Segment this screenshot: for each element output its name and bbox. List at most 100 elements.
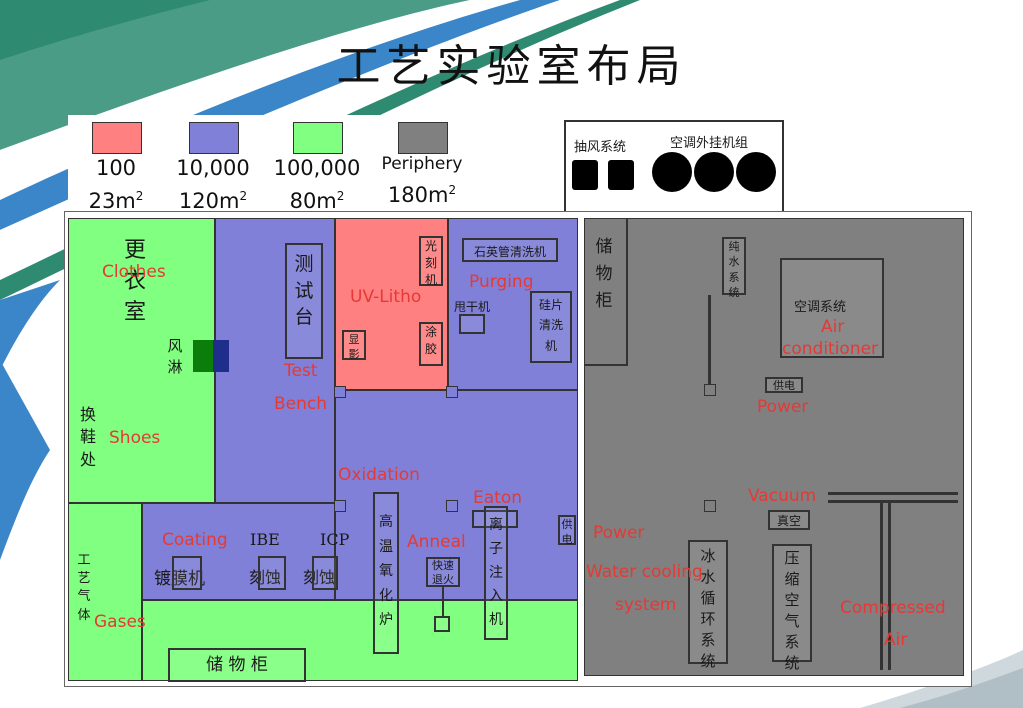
air-shower-label: 风 淋: [167, 337, 183, 376]
label-bench: Bench: [274, 394, 328, 414]
spin-dryer-box: [459, 314, 485, 334]
legend-area-label: 120m2: [178, 189, 248, 213]
process-gas-label: 工 艺 气 体: [77, 553, 91, 623]
label-shoes: Shoes: [109, 428, 161, 448]
label-conditioner: conditioner: [782, 339, 879, 359]
develop-box: 显 影: [342, 330, 366, 361]
legend-swatch: [293, 122, 343, 154]
coating-machine-box: [172, 556, 202, 590]
column: [704, 500, 716, 512]
label-water-cooling: Water cooling: [586, 562, 703, 582]
legend-area-label: 23m2: [88, 189, 144, 213]
ac-fan-3: [736, 152, 776, 192]
column: [334, 500, 346, 512]
label-vacuum: Vacuum: [748, 486, 817, 506]
exhaust-unit-1: [572, 160, 598, 190]
label-uv-litho: UV-Litho: [350, 287, 422, 307]
exhaust-label: 抽风系统: [574, 140, 627, 155]
zone-coating: [142, 503, 335, 600]
legend-class-label: Periphery: [381, 154, 463, 174]
pure-water-box: 纯 水 系 统: [722, 237, 746, 299]
zone-gases: [68, 503, 142, 681]
legend-entry: 100 23m2: [61, 154, 171, 215]
compressed-air-box: 压 缩 空 气 系 统: [772, 544, 812, 672]
changing-room-label: 更 衣 室: [123, 238, 146, 325]
label-clothes: Clothes: [102, 262, 166, 282]
implant-box: 离 子 注 入 机: [484, 506, 508, 640]
furnace-box: 高 温 氧 化 炉: [373, 492, 399, 654]
ac-outdoor-label: 空调外挂机组: [670, 136, 749, 151]
label-system: system: [615, 595, 677, 615]
label-power-right: Power: [757, 397, 809, 417]
exterior-units-panel: 抽风系统 空调外挂机组: [564, 120, 784, 216]
shoe-change-label: 换 鞋 处: [79, 405, 96, 469]
wall-line: [828, 500, 958, 503]
legend-swatch: [92, 122, 142, 154]
grey-storage-box: [584, 218, 628, 366]
column: [334, 386, 346, 398]
label-coating: Coating: [162, 530, 228, 550]
ibe-box: [258, 556, 286, 590]
label-power-left: Power: [593, 523, 645, 543]
wall-line: [880, 500, 883, 670]
legend-entry: 100,000 80m2: [262, 154, 372, 215]
zone-test-bench: [215, 218, 335, 503]
column: [446, 500, 458, 512]
label-gases: Gases: [94, 612, 146, 632]
legend-class-label: 10,000: [176, 156, 250, 180]
coater-box: 涂 胶: [419, 322, 443, 366]
legend-swatch: [189, 122, 239, 154]
zone-green-storage: [142, 600, 578, 681]
ac-fan-2: [694, 152, 734, 192]
ac-system-label: 空调系统: [794, 300, 847, 315]
icp-box: [312, 556, 338, 590]
icp-etch-label: 刻蚀: [303, 568, 336, 587]
air-shower-block-blue: [213, 340, 229, 372]
zone-oxidation: [335, 390, 578, 600]
wafer-cleaner-box: 硅片 清洗 机: [530, 291, 572, 363]
ac-fan-1: [652, 152, 692, 192]
zone-uv-litho: [335, 218, 448, 390]
vacuum-box: 真空: [768, 510, 810, 530]
quartz-cleaner-box: 石英管清洗机: [462, 238, 558, 262]
legend-area-label: 80m2: [289, 189, 345, 213]
coating-machine-label: 镀膜机: [154, 569, 205, 589]
legend-class-label: 100,000: [273, 156, 361, 180]
page-title: 工艺实验室布局: [336, 41, 687, 92]
wall-line: [708, 295, 711, 385]
label-compressed: Compressed: [840, 598, 946, 618]
legend-swatch: [398, 122, 448, 154]
legend-class-label: 100: [95, 156, 137, 180]
label-purging: Purging: [469, 272, 534, 292]
label-test: Test: [284, 361, 318, 381]
air-shower-block-green: [193, 340, 213, 372]
spin-dryer-label: 甩干机: [454, 300, 491, 314]
wall-line: [888, 500, 891, 670]
icp-label: ICP: [320, 530, 350, 549]
zone-changing-room: [68, 218, 215, 503]
label-air: Air: [821, 317, 845, 337]
power-supply-box: 供 电: [558, 515, 576, 546]
power-grey-box: 供电: [765, 377, 803, 393]
ac-system-box: [780, 258, 884, 358]
label-air-compressed: Air: [884, 630, 908, 650]
chiller-box: 冰 水 循 环 系 统: [688, 540, 728, 670]
legend-entry: Periphery 180m2: [367, 152, 477, 209]
label-oxidation: Oxidation: [338, 465, 420, 485]
rta-box: 快速 退火: [426, 557, 460, 587]
litho-machine-box: 光 刻 机: [419, 236, 443, 287]
column: [446, 386, 458, 398]
ibe-label: IBE: [250, 530, 280, 549]
grey-storage-label: 储 物 柜: [595, 237, 613, 312]
green-storage-cabinet: 储 物 柜: [168, 648, 306, 682]
zone-periphery: [584, 218, 964, 676]
legend-entry: 10,000 120m2: [158, 154, 268, 215]
test-bench-box: 测 试 台: [285, 243, 323, 359]
wall-line: [828, 492, 958, 495]
legend-area-label: 180m2: [387, 183, 457, 207]
label-eaton: Eaton: [473, 488, 522, 508]
column: [704, 384, 716, 396]
ibe-etch-label: 刻蚀: [249, 568, 282, 587]
label-anneal: Anneal: [407, 532, 466, 552]
